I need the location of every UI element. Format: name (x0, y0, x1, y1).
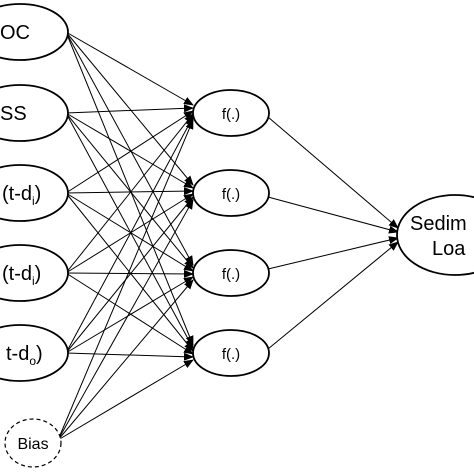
edge-hidden-2-to-output (267, 196, 399, 234)
edge-input-3-to-hidden-4 (65, 192, 194, 352)
input-node-1-label: OC (0, 22, 30, 44)
connection-edges (57, 31, 399, 441)
edge-input-5-to-hidden-2 (65, 196, 194, 354)
edge-input-1-to-hidden-3 (65, 31, 194, 266)
edge-input-6-to-hidden-2 (57, 199, 194, 441)
edge-input-2-to-hidden-1 (65, 104, 194, 114)
hidden-node-3: f(.) (192, 249, 270, 297)
hidden-node-1-label: f(.) (222, 106, 240, 123)
input-node-2: SS (0, 84, 69, 142)
edge-input-2-to-hidden-2 (65, 112, 194, 189)
edge-input-5-to-hidden-1 (65, 116, 194, 354)
input-node-5: t-do) (0, 324, 69, 382)
edge-input-4-to-hidden-1 (65, 113, 194, 274)
edge-input-2-to-hidden-3 (65, 112, 194, 269)
hidden-node-2-label: f(.) (222, 186, 240, 203)
hidden-node-4: f(.) (192, 329, 270, 377)
output-node-label-line2: Loa (432, 238, 466, 260)
edge-hidden-3-to-output (267, 236, 399, 270)
edge-input-4-to-hidden-2 (65, 193, 194, 274)
edge-input-4-to-hidden-3 (65, 269, 194, 278)
hidden-node-3-label: f(.) (222, 266, 240, 283)
input-node-3: (t-di) (0, 164, 69, 222)
output-node: Sedim Loa (396, 194, 474, 276)
edge-input-3-to-hidden-3 (65, 192, 194, 272)
input-node-4-label: (t-di) (2, 263, 41, 288)
hidden-node-4-label: f(.) (222, 346, 240, 363)
edge-input-6-to-hidden-4 (57, 359, 194, 441)
edge-input-5-to-hidden-3 (65, 276, 194, 354)
bias-node: Bias (4, 418, 62, 468)
edge-hidden-4-to-output (267, 241, 399, 350)
input-node-2-label: SS (0, 103, 27, 125)
input-node-3-label: (t-di) (2, 183, 41, 208)
input-node-1: OC (0, 3, 69, 61)
input-node-4: (t-di) (0, 244, 69, 302)
input-node-5-label: t-do) (6, 343, 43, 368)
edge-hidden-1-to-output (267, 116, 399, 229)
bias-node-label: Bias (17, 436, 48, 453)
edge-input-6-to-hidden-1 (57, 119, 194, 441)
edge-input-1-to-hidden-2 (65, 31, 194, 186)
output-node-label-line1: Sedim (410, 213, 467, 235)
hidden-node-2: f(.) (192, 169, 270, 217)
edge-input-6-to-hidden-3 (57, 279, 194, 441)
edge-input-2-to-hidden-4 (65, 112, 194, 349)
edge-input-1-to-hidden-1 (65, 31, 194, 106)
edge-input-1-to-hidden-4 (65, 31, 194, 346)
edge-input-3-to-hidden-2 (65, 187, 194, 196)
hidden-node-1: f(.) (192, 89, 270, 137)
edge-input-3-to-hidden-1 (65, 110, 194, 194)
